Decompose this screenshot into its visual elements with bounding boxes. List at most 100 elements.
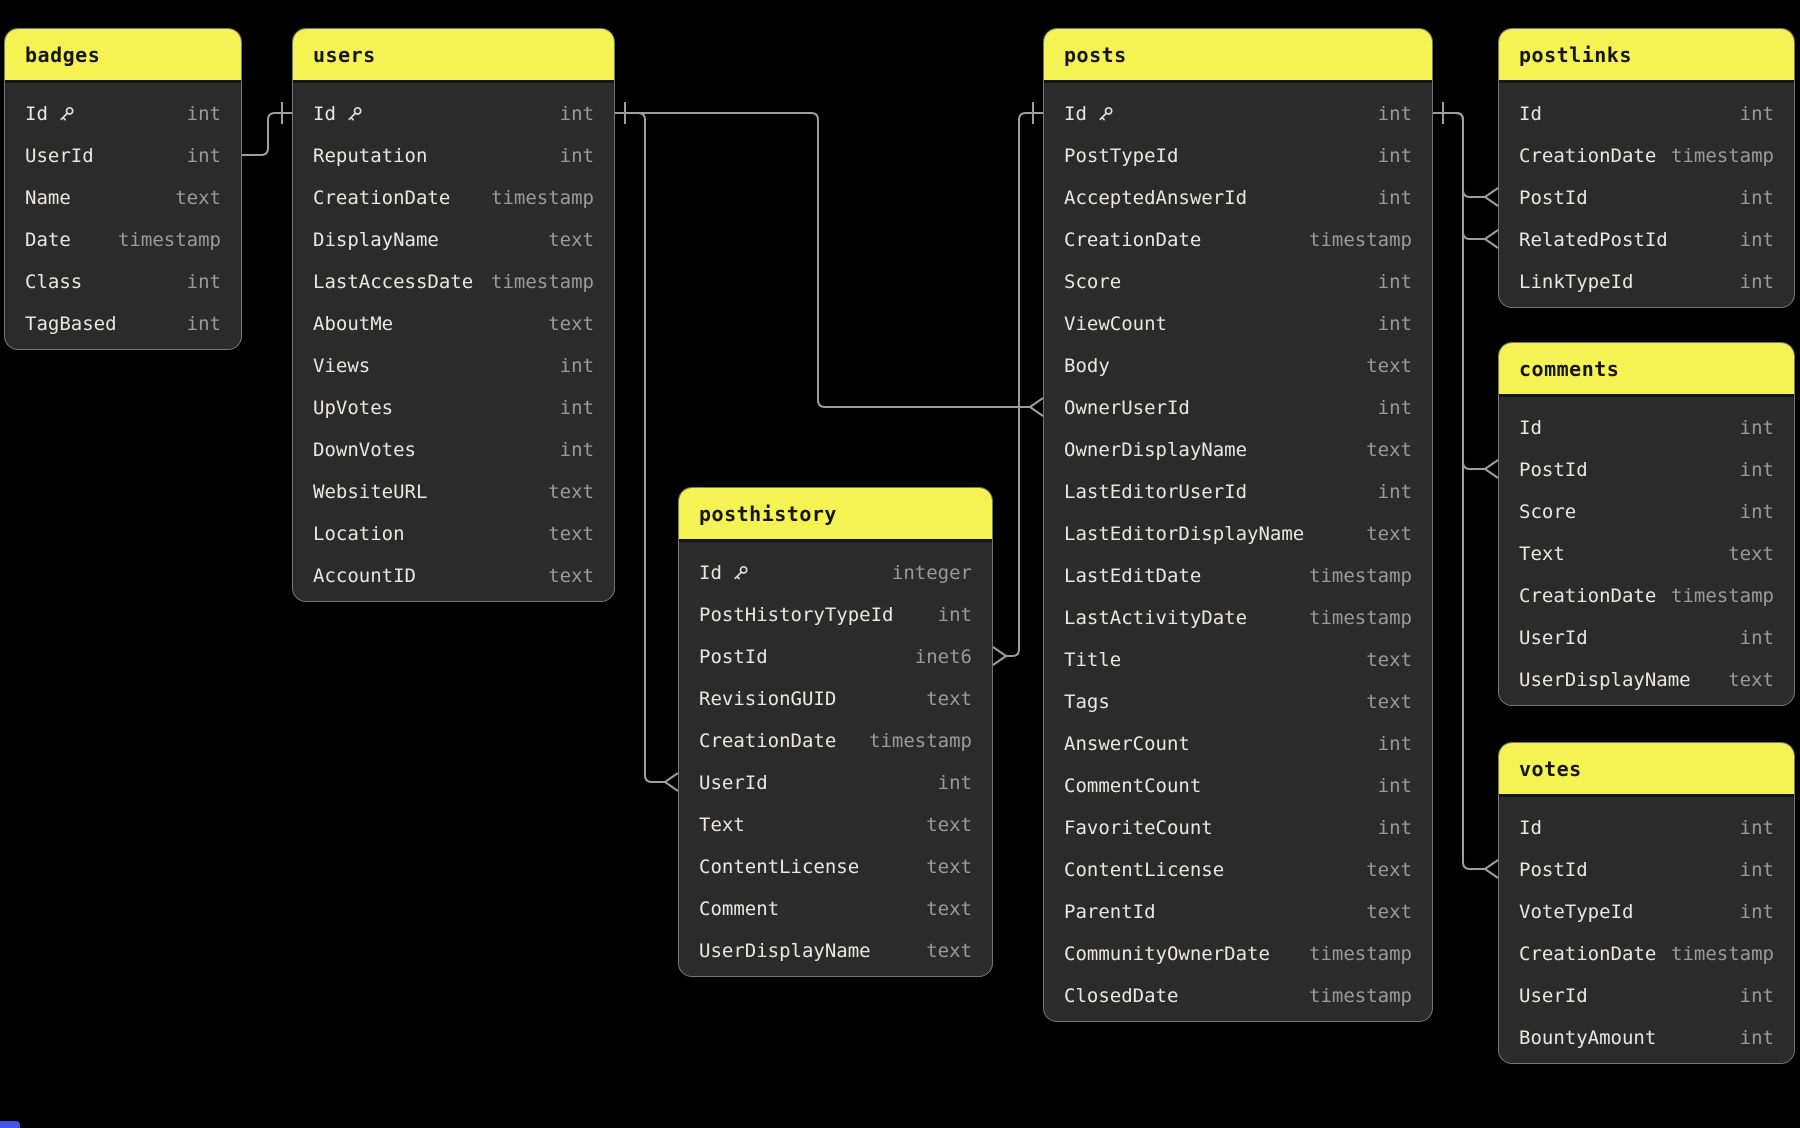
field-row-badges-Date[interactable]: Date timestamp bbox=[5, 219, 241, 261]
field-row-posts-PostTypeId[interactable]: PostTypeId int bbox=[1044, 135, 1432, 177]
field-row-posts-CommunityOwnerDate[interactable]: CommunityOwnerDate timestamp bbox=[1044, 933, 1432, 975]
field-row-badges-TagBased[interactable]: TagBased int bbox=[5, 303, 241, 345]
field-row-posthistory-ContentLicense[interactable]: ContentLicense text bbox=[679, 846, 992, 888]
field-row-posts-ClosedDate[interactable]: ClosedDate timestamp bbox=[1044, 975, 1432, 1017]
field-row-posts-Score[interactable]: Score int bbox=[1044, 261, 1432, 303]
relationship-users-Id-to-posthistory-UserId[interactable] bbox=[615, 112, 665, 783]
table-users[interactable]: users Id int Reputation int CreationDate… bbox=[292, 28, 615, 602]
field-row-votes-UserId[interactable]: UserId int bbox=[1499, 975, 1794, 1017]
field-row-posthistory-RevisionGUID[interactable]: RevisionGUID text bbox=[679, 678, 992, 720]
field-row-users-Location[interactable]: Location text bbox=[293, 513, 614, 555]
field-row-comments-Id[interactable]: Id int bbox=[1499, 407, 1794, 449]
relationship-users-Id-to-posts-OwnerUserId-many-marker[interactable] bbox=[1029, 397, 1044, 417]
field-row-badges-Class[interactable]: Class int bbox=[5, 261, 241, 303]
field-row-posthistory-PostId[interactable]: PostId inet6 bbox=[679, 636, 992, 678]
table-comments[interactable]: comments Id int PostId int Score int Tex… bbox=[1498, 342, 1795, 706]
relationship-posts-Id-to-postlinks-PostId[interactable] bbox=[1433, 112, 1485, 198]
field-row-posts-ContentLicense[interactable]: ContentLicense text bbox=[1044, 849, 1432, 891]
table-header-postlinks[interactable]: postlinks bbox=[1499, 29, 1794, 83]
table-posts[interactable]: posts Id int PostTypeId int AcceptedAnsw… bbox=[1043, 28, 1433, 1022]
table-badges[interactable]: badges Id int UserId int Name text Date … bbox=[4, 28, 242, 350]
field-row-posts-OwnerUserId[interactable]: OwnerUserId int bbox=[1044, 387, 1432, 429]
relationship-users-Id-to-posts-OwnerUserId[interactable] bbox=[615, 112, 1030, 408]
field-row-users-UpVotes[interactable]: UpVotes int bbox=[293, 387, 614, 429]
relationship-posts-Id-to-comments-PostId[interactable] bbox=[1433, 112, 1485, 470]
field-row-posthistory-Text[interactable]: Text text bbox=[679, 804, 992, 846]
relationship-posts-Id-to-postlinks-RelatedPostId-many-marker[interactable] bbox=[1484, 229, 1499, 249]
table-votes[interactable]: votes Id int PostId int VoteTypeId int C… bbox=[1498, 742, 1795, 1064]
field-row-posthistory-Id[interactable]: Id integer bbox=[679, 552, 992, 594]
table-postlinks[interactable]: postlinks Id int CreationDate timestamp … bbox=[1498, 28, 1795, 308]
relationship-users-Id-to-badges-UserId[interactable] bbox=[242, 112, 292, 156]
field-row-comments-Text[interactable]: Text text bbox=[1499, 533, 1794, 575]
table-header-posthistory[interactable]: posthistory bbox=[679, 488, 992, 542]
field-row-votes-PostId[interactable]: PostId int bbox=[1499, 849, 1794, 891]
field-row-posts-Body[interactable]: Body text bbox=[1044, 345, 1432, 387]
field-row-comments-Score[interactable]: Score int bbox=[1499, 491, 1794, 533]
field-row-users-DisplayName[interactable]: DisplayName text bbox=[293, 219, 614, 261]
field-row-posts-Tags[interactable]: Tags text bbox=[1044, 681, 1432, 723]
field-row-badges-Name[interactable]: Name text bbox=[5, 177, 241, 219]
relationship-posts-Id-to-posthistory-PostId[interactable] bbox=[1006, 112, 1043, 657]
field-row-votes-BountyAmount[interactable]: BountyAmount int bbox=[1499, 1017, 1794, 1059]
field-row-posts-AnswerCount[interactable]: AnswerCount int bbox=[1044, 723, 1432, 765]
field-row-posts-CreationDate[interactable]: CreationDate timestamp bbox=[1044, 219, 1432, 261]
field-row-comments-UserId[interactable]: UserId int bbox=[1499, 617, 1794, 659]
field-row-users-WebsiteURL[interactable]: WebsiteURL text bbox=[293, 471, 614, 513]
relationship-posts-Id-to-posthistory-PostId-many-marker[interactable] bbox=[992, 646, 1007, 666]
field-row-votes-Id[interactable]: Id int bbox=[1499, 807, 1794, 849]
field-row-postlinks-Id[interactable]: Id int bbox=[1499, 93, 1794, 135]
field-row-badges-UserId[interactable]: UserId int bbox=[5, 135, 241, 177]
field-row-posthistory-UserId[interactable]: UserId int bbox=[679, 762, 992, 804]
table-header-badges[interactable]: badges bbox=[5, 29, 241, 83]
field-row-posts-Id[interactable]: Id int bbox=[1044, 93, 1432, 135]
field-row-comments-CreationDate[interactable]: CreationDate timestamp bbox=[1499, 575, 1794, 617]
field-row-comments-UserDisplayName[interactable]: UserDisplayName text bbox=[1499, 659, 1794, 701]
field-row-posthistory-CreationDate[interactable]: CreationDate timestamp bbox=[679, 720, 992, 762]
relationship-posts-Id-to-postlinks-RelatedPostId[interactable] bbox=[1433, 112, 1485, 240]
table-header-votes[interactable]: votes bbox=[1499, 743, 1794, 797]
table-title: posthistory bbox=[699, 501, 837, 526]
table-posthistory[interactable]: posthistory Id integer PostHistoryTypeId… bbox=[678, 487, 993, 977]
field-row-posthistory-PostHistoryTypeId[interactable]: PostHistoryTypeId int bbox=[679, 594, 992, 636]
relationship-posts-Id-to-comments-PostId-many-marker[interactable] bbox=[1484, 459, 1499, 479]
field-row-posts-FavoriteCount[interactable]: FavoriteCount int bbox=[1044, 807, 1432, 849]
field-row-posts-LastEditorUserId[interactable]: LastEditorUserId int bbox=[1044, 471, 1432, 513]
table-title: users bbox=[313, 42, 376, 67]
table-header-posts[interactable]: posts bbox=[1044, 29, 1432, 83]
field-row-posts-LastActivityDate[interactable]: LastActivityDate timestamp bbox=[1044, 597, 1432, 639]
field-row-posts-LastEditDate[interactable]: LastEditDate timestamp bbox=[1044, 555, 1432, 597]
field-row-users-Views[interactable]: Views int bbox=[293, 345, 614, 387]
relationship-posts-Id-to-votes-PostId[interactable] bbox=[1433, 112, 1485, 870]
field-row-votes-CreationDate[interactable]: CreationDate timestamp bbox=[1499, 933, 1794, 975]
field-row-posts-CommentCount[interactable]: CommentCount int bbox=[1044, 765, 1432, 807]
field-row-postlinks-LinkTypeId[interactable]: LinkTypeId int bbox=[1499, 261, 1794, 303]
field-row-posts-AcceptedAnswerId[interactable]: AcceptedAnswerId int bbox=[1044, 177, 1432, 219]
field-row-posthistory-UserDisplayName[interactable]: UserDisplayName text bbox=[679, 930, 992, 972]
field-row-comments-PostId[interactable]: PostId int bbox=[1499, 449, 1794, 491]
field-row-votes-VoteTypeId[interactable]: VoteTypeId int bbox=[1499, 891, 1794, 933]
field-row-users-Reputation[interactable]: Reputation int bbox=[293, 135, 614, 177]
relationship-users-Id-to-posthistory-UserId-many-marker[interactable] bbox=[664, 772, 679, 792]
field-row-users-AboutMe[interactable]: AboutMe text bbox=[293, 303, 614, 345]
field-row-users-Id[interactable]: Id int bbox=[293, 93, 614, 135]
field-row-posts-OwnerDisplayName[interactable]: OwnerDisplayName text bbox=[1044, 429, 1432, 471]
field-row-postlinks-CreationDate[interactable]: CreationDate timestamp bbox=[1499, 135, 1794, 177]
field-row-users-DownVotes[interactable]: DownVotes int bbox=[293, 429, 614, 471]
field-row-posts-ParentId[interactable]: ParentId text bbox=[1044, 891, 1432, 933]
relationship-posts-Id-to-votes-PostId-many-marker[interactable] bbox=[1484, 859, 1499, 879]
table-header-comments[interactable]: comments bbox=[1499, 343, 1794, 397]
field-row-postlinks-PostId[interactable]: PostId int bbox=[1499, 177, 1794, 219]
relationship-posts-Id-to-postlinks-PostId-many-marker[interactable] bbox=[1484, 187, 1499, 207]
field-row-postlinks-RelatedPostId[interactable]: RelatedPostId int bbox=[1499, 219, 1794, 261]
field-row-posts-ViewCount[interactable]: ViewCount int bbox=[1044, 303, 1432, 345]
field-row-users-CreationDate[interactable]: CreationDate timestamp bbox=[293, 177, 614, 219]
field-row-posts-LastEditorDisplayName[interactable]: LastEditorDisplayName text bbox=[1044, 513, 1432, 555]
field-row-users-LastAccessDate[interactable]: LastAccessDate timestamp bbox=[293, 261, 614, 303]
field-row-posts-Title[interactable]: Title text bbox=[1044, 639, 1432, 681]
table-header-users[interactable]: users bbox=[293, 29, 614, 83]
field-row-users-AccountID[interactable]: AccountID text bbox=[293, 555, 614, 597]
field-row-posthistory-Comment[interactable]: Comment text bbox=[679, 888, 992, 930]
field-row-badges-Id[interactable]: Id int bbox=[5, 93, 241, 135]
